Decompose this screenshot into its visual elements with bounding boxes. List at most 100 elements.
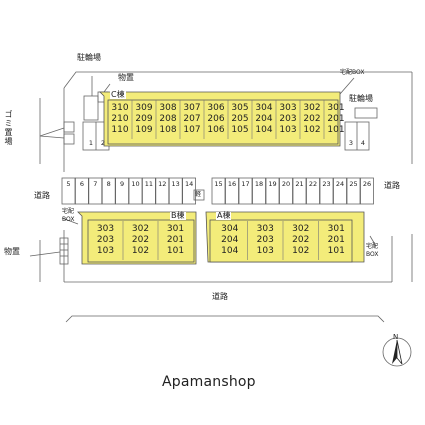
parking-slot-box-5 [61, 177, 76, 205]
parking-slot-box-24 [333, 177, 347, 205]
parking-slot-5: 5 [66, 180, 71, 188]
unit-a-101: 101 [327, 246, 345, 256]
parking-slot-7: 7 [93, 180, 98, 188]
parking-slot-26: 26 [362, 180, 372, 188]
parking-slot-box-16 [225, 177, 239, 205]
trash-box-1 [63, 121, 75, 133]
parking-slot-13: 13 [171, 180, 180, 188]
delivery-box-top-label: 宅配BOX [340, 69, 365, 76]
delivery-box-right-label: 宅配 BOX [366, 243, 379, 258]
north-arrow-icon [392, 340, 397, 364]
parking-slot-1: 1 [88, 139, 94, 147]
unit-c-305: 305 [231, 103, 249, 113]
parking-slot-box-6 [75, 177, 89, 205]
unit-c-310: 310 [111, 103, 129, 113]
parking-slot-23: 23 [322, 180, 331, 188]
unit-c-210: 210 [111, 114, 129, 124]
unit-b-101: 101 [166, 246, 185, 256]
unit-c-301: 301 [327, 103, 345, 113]
unit-b-201: 201 [166, 235, 185, 245]
building-c-label: C棟 [110, 90, 126, 99]
unit-a-201: 201 [327, 235, 345, 245]
storage-left-box [59, 237, 69, 265]
building-c [99, 91, 341, 147]
parking-slot-12: 12 [158, 180, 167, 188]
parking-slot-25: 25 [349, 180, 358, 188]
unit-b-102: 102 [131, 246, 150, 256]
parking-slot-16: 16 [227, 180, 237, 188]
parking-slot-box-11 [141, 177, 156, 205]
parking-slot-9: 9 [120, 180, 125, 188]
unit-a-202: 202 [292, 235, 310, 245]
unit-c-302: 302 [303, 103, 321, 113]
unit-a-103: 103 [256, 246, 274, 256]
building-b-label: B棟 [170, 211, 186, 220]
parking-slot-14: 14 [184, 180, 194, 188]
parking-slot-box-8 [101, 177, 116, 205]
parking-slot-box-18 [252, 177, 266, 205]
unit-a-204: 204 [221, 235, 239, 245]
unit-c-209: 209 [135, 114, 153, 124]
unit-c-309: 309 [135, 103, 153, 113]
unit-b-301: 301 [166, 224, 185, 234]
parking-slot-10: 10 [131, 180, 140, 188]
compass-circle [382, 337, 412, 367]
unit-a-102: 102 [292, 246, 310, 256]
unit-c-208: 208 [159, 114, 177, 124]
parking-slot-19: 19 [268, 180, 277, 188]
brand-logo-text: Apamanshop [162, 374, 256, 390]
storage-top-label: 物置 [118, 73, 134, 82]
road-edge-bottom [65, 315, 385, 323]
parking-slot-20: 20 [281, 180, 291, 188]
parking-slot-17: 17 [241, 180, 250, 188]
north-label: N [393, 333, 398, 341]
unit-c-103: 103 [279, 125, 297, 135]
bicycle-parking-right-label: 駐輪場 [349, 94, 373, 103]
unit-b-302: 302 [131, 224, 150, 234]
building-a [205, 211, 365, 263]
parking-slot-box-17 [238, 177, 253, 205]
unit-c-109: 109 [135, 125, 153, 135]
parking-slot-11: 11 [144, 180, 154, 188]
trash-label: ゴミ置場 [4, 110, 13, 146]
road-bottom-label: 道路 [212, 292, 228, 301]
parking-slot-2: 2 [100, 139, 106, 147]
unit-c-108: 108 [159, 125, 177, 135]
parking-slot-18: 18 [254, 180, 264, 188]
unit-c-307: 307 [183, 103, 201, 113]
building-b [77, 211, 197, 265]
unit-c-102: 102 [303, 125, 321, 135]
unit-c-205: 205 [231, 114, 249, 124]
unit-c-203: 203 [279, 114, 297, 124]
unit-c-107: 107 [183, 125, 201, 135]
unit-c-101: 101 [327, 125, 345, 135]
unit-a-304: 304 [221, 224, 239, 234]
road-left-label: 道路 [34, 191, 50, 200]
unit-c-204: 204 [255, 114, 273, 124]
unit-c-206: 206 [207, 114, 225, 124]
parking-slot-24: 24 [335, 180, 345, 188]
parking-slot-6: 6 [79, 180, 84, 188]
unit-c-106: 106 [207, 125, 225, 135]
unit-c-202: 202 [303, 114, 321, 124]
road-right-label: 道路 [384, 181, 400, 190]
bicycle-parking-right-box [354, 107, 378, 119]
unit-b-202: 202 [131, 235, 150, 245]
unit-c-105: 105 [231, 125, 249, 135]
unit-b-203: 203 [96, 235, 115, 245]
unit-b-103: 103 [96, 246, 115, 256]
building-a-label: A棟 [216, 211, 232, 220]
parking-slot-4: 4 [360, 139, 366, 147]
unit-c-304: 304 [255, 103, 273, 113]
parking-14-light-box [193, 189, 205, 201]
parking-slot-box-21 [292, 177, 307, 205]
unit-a-303: 303 [256, 224, 274, 234]
unit-a-302: 302 [292, 224, 310, 234]
unit-c-201: 201 [327, 114, 345, 124]
site-boundary-top [63, 71, 412, 89]
parking-slot-21: 21 [295, 180, 304, 188]
parking-slot-8: 8 [106, 180, 111, 188]
storage-left-label: 物置 [4, 247, 20, 256]
parking-slot-box-23 [319, 177, 334, 205]
